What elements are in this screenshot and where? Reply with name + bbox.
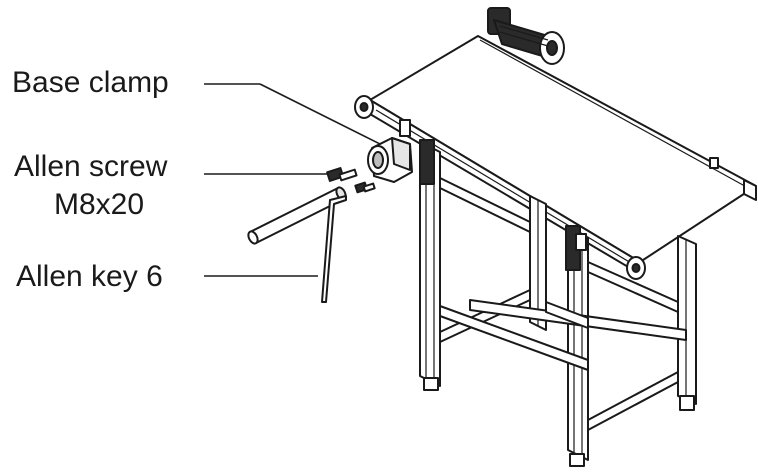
drive-motor — [487, 7, 565, 65]
far-end-cap — [743, 179, 757, 201]
label-allen-screw: Allen screw — [14, 150, 168, 183]
rear-pulley — [626, 256, 646, 280]
allen-key — [321, 195, 347, 303]
front-pulley — [354, 95, 374, 119]
leg-front-right — [565, 225, 589, 467]
allen-screw — [326, 167, 376, 194]
leg-front-left — [419, 139, 441, 391]
label-allen-key: Allen key 6 — [16, 260, 163, 293]
cross-members — [439, 177, 687, 431]
label-allen-screw-size: M8x20 — [54, 188, 144, 221]
leg-rear-right — [677, 235, 697, 411]
frame-brackets — [399, 119, 719, 251]
leg-rear-left — [529, 195, 547, 331]
base-clamp-part — [367, 137, 413, 183]
leader-base-clamp — [204, 83, 385, 147]
label-base-clamp: Base clamp — [12, 66, 169, 99]
